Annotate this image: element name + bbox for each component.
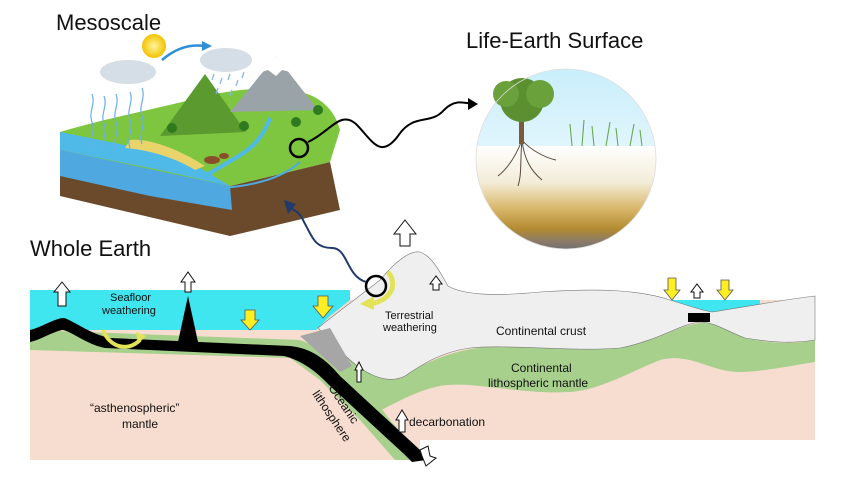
up-arrow-rift bbox=[690, 283, 704, 299]
down-arrow-trench bbox=[312, 295, 334, 319]
rain-drops bbox=[211, 71, 245, 97]
wind-arrowhead bbox=[202, 41, 212, 51]
down-arrow-rift-left bbox=[663, 277, 681, 301]
down-arrow-ocean bbox=[240, 309, 260, 331]
tree-1 bbox=[167, 123, 177, 133]
carbon-input-arrows bbox=[240, 277, 734, 331]
tree-4 bbox=[313, 105, 323, 115]
groundwater-flow bbox=[221, 161, 301, 189]
tree-trunk bbox=[519, 104, 524, 144]
block-beach bbox=[125, 139, 205, 170]
cloud-2 bbox=[200, 48, 252, 72]
label-seafloor-weathering: weathering bbox=[101, 305, 156, 317]
label-lithospheric-mantle: lithospheric mantle bbox=[488, 376, 588, 390]
label-continental: Continental bbox=[511, 361, 572, 375]
connector-life-arrowhead bbox=[468, 98, 478, 110]
label-seafloor: Seafloor bbox=[110, 292, 151, 304]
title-life-earth-surface: Life-Earth Surface bbox=[466, 28, 643, 53]
rock-1 bbox=[204, 156, 220, 164]
rift-segment bbox=[688, 313, 710, 322]
grass-plants bbox=[569, 119, 643, 147]
seamount-volcano bbox=[178, 296, 198, 342]
seafloor-weathering-arrowhead bbox=[136, 332, 146, 344]
cloud-1 bbox=[100, 60, 156, 84]
label-terrestrial: Terrestrial bbox=[385, 310, 433, 322]
up-arrow-ridge bbox=[52, 281, 72, 307]
label-mantle: mantle bbox=[122, 417, 158, 431]
up-arrow-foothill bbox=[429, 275, 443, 291]
life-earth-circle-outline bbox=[475, 68, 657, 250]
down-arrow-rift-right bbox=[716, 279, 734, 301]
title-whole-earth: Whole Earth bbox=[30, 236, 151, 261]
continental-lithospheric-mantle-region bbox=[340, 322, 815, 420]
seafloor-weathering-arc bbox=[101, 329, 142, 349]
accretionary-wedge bbox=[300, 328, 352, 372]
groundwater-arrowhead bbox=[214, 184, 222, 192]
terrestrial-weathering-arrowhead bbox=[360, 296, 374, 310]
rock-2 bbox=[219, 153, 229, 159]
tree-3 bbox=[291, 117, 301, 127]
wind-arrow bbox=[161, 44, 205, 61]
zoom-circle-mesoscale bbox=[288, 137, 310, 159]
connector-mesoscale-arrowhead bbox=[284, 200, 296, 214]
zoom-circle-whole-earth bbox=[364, 274, 388, 298]
up-arrow-volcano bbox=[180, 271, 196, 293]
evaporation-arrows bbox=[90, 87, 144, 153]
root-system bbox=[497, 139, 557, 187]
soil-layers bbox=[476, 146, 656, 249]
terrestrial-weathering-arc bbox=[369, 270, 395, 307]
life-earth-surface-panel bbox=[475, 68, 657, 250]
mountain-gray bbox=[230, 56, 318, 112]
mountain-snow bbox=[262, 56, 290, 76]
block-water bbox=[60, 150, 232, 210]
label-decarbonation: decarbonation bbox=[409, 415, 485, 429]
label-asthenospheric: “asthenospheric” bbox=[90, 401, 179, 415]
river bbox=[204, 117, 272, 178]
up-arrow-mountain bbox=[392, 219, 418, 247]
up-arrow-decarbonation bbox=[395, 409, 409, 433]
tree-crown-2 bbox=[526, 80, 554, 108]
subducting-slab bbox=[30, 318, 426, 462]
connector-whole-earth-to-mesoscale bbox=[289, 207, 367, 283]
mesoscale-block bbox=[60, 34, 340, 236]
connector-mesoscale-to-life bbox=[307, 101, 473, 149]
tree-crown-3 bbox=[493, 81, 519, 107]
sun-icon bbox=[142, 34, 166, 58]
mountain-green bbox=[160, 74, 246, 136]
title-mesoscale: Mesoscale bbox=[56, 10, 161, 35]
tree-2 bbox=[239, 121, 249, 131]
up-arrow-slab bbox=[354, 360, 364, 383]
label-terrestrial-weathering: weathering bbox=[382, 322, 437, 334]
outgassing-arrows bbox=[52, 219, 704, 467]
label-continental-crust: Continental crust bbox=[496, 324, 587, 338]
whole-earth-section: Seafloor weathering Terrestrial weatheri… bbox=[30, 219, 816, 467]
down-arrow-slab-tip bbox=[419, 445, 438, 467]
